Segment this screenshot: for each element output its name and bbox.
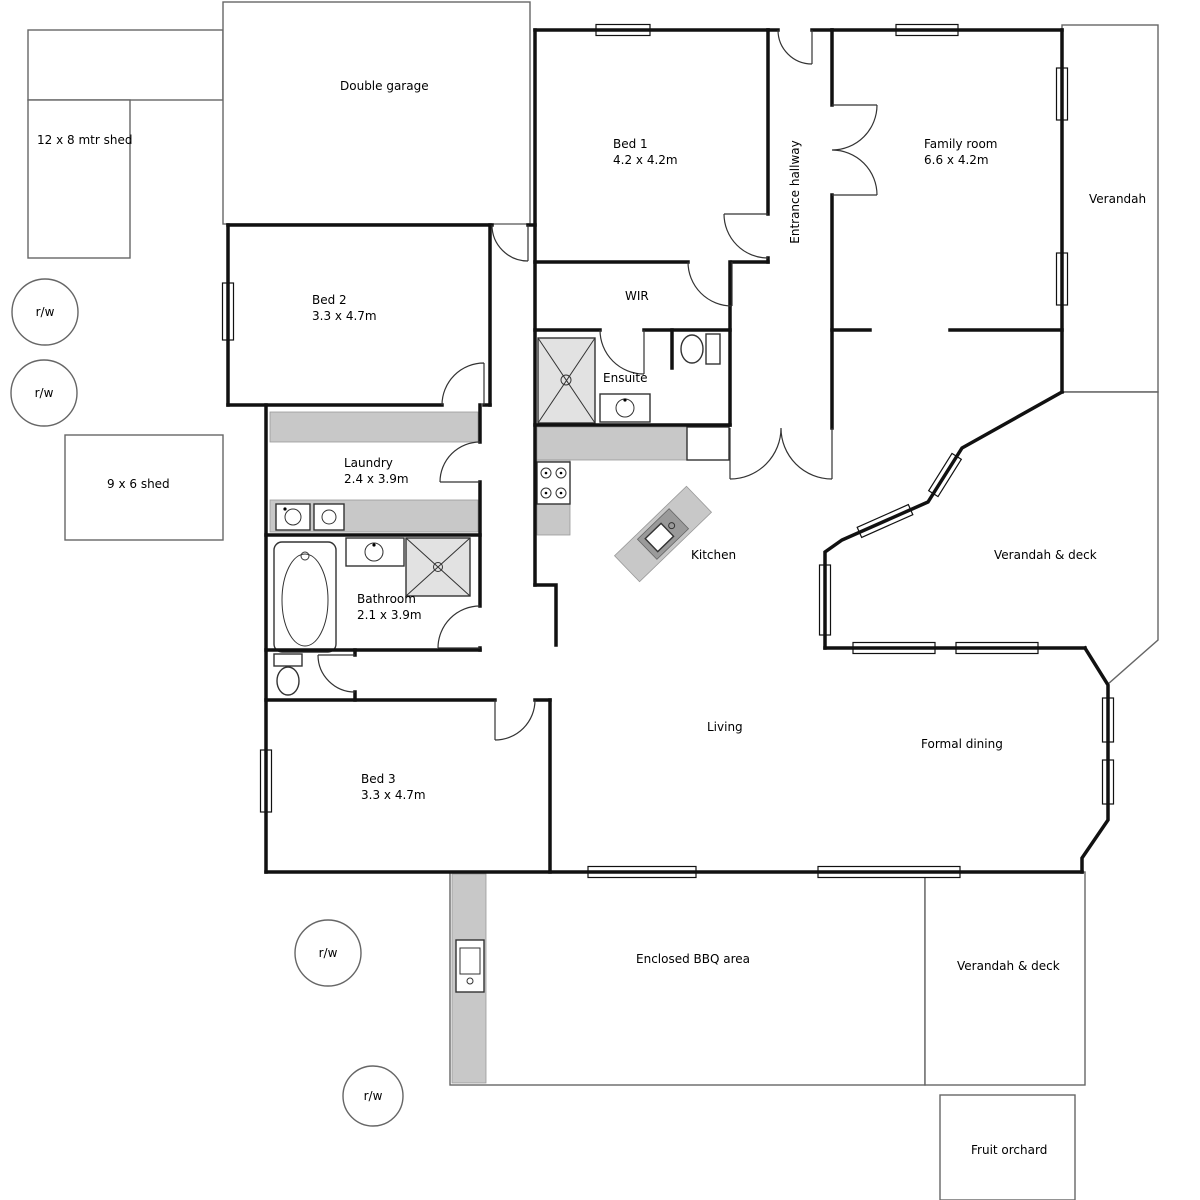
ensuite-door (599, 329, 645, 375)
label-living: Living (707, 720, 743, 734)
label-verandah-deck-south: Verandah & deck (957, 959, 1060, 973)
verandah-right-outline (1061, 24, 1159, 393)
label-laundry: Laundry 2.4 x 3.9m (344, 455, 409, 487)
water-tank-icons (10, 278, 404, 1127)
room-name: Bed 1 (613, 137, 648, 151)
label-entrance-hallway: Entrance hallway (788, 140, 802, 244)
bathtub-icon (273, 541, 337, 653)
room-dims: 3.3 x 4.7m (312, 309, 377, 323)
garage-entry-door (491, 224, 529, 262)
room-dims: 2.1 x 3.9m (357, 608, 422, 622)
label-bed1: Bed 1 4.2 x 4.2m (613, 136, 678, 168)
room-dims: 3.3 x 4.7m (361, 788, 426, 802)
walls (226, 28, 1110, 874)
outbuilding-annex-outline (27, 29, 224, 101)
room-dims: 6.6 x 4.2m (924, 153, 989, 167)
label-bbq-area: Enclosed BBQ area (636, 952, 751, 966)
label-verandah-deck-east: Verandah & deck (994, 548, 1097, 562)
label-formal-dining: Formal dining (921, 737, 1003, 751)
hallway-double-door (729, 427, 833, 480)
room-dims: 4.2 x 4.2m (613, 153, 678, 167)
bed2-door (441, 362, 485, 406)
laundry-tub-icon (313, 503, 345, 531)
door-swings (317, 29, 878, 741)
verandah-deck-east-outline (824, 391, 1159, 686)
wc-fixtures (273, 653, 303, 696)
room-name: Family room (924, 137, 998, 151)
wc-toilet-icon (273, 653, 303, 667)
label-shed-12x8: 12 x 8 mtr shed (37, 133, 133, 147)
island-sink-icon (644, 522, 675, 553)
ensuite-toilet-icon (705, 333, 721, 365)
label-kitchen: Kitchen (691, 548, 737, 562)
label-fruit-orchard: Fruit orchard (971, 1143, 1048, 1157)
bbq-sink-icon (455, 939, 485, 993)
stove-icon (536, 461, 571, 505)
fruit-orchard-outline (939, 1094, 1076, 1200)
label-family-room: Family room 6.6 x 4.2m (924, 136, 997, 168)
room-dims: 2.4 x 3.9m (344, 472, 409, 486)
label-verandah-right: Verandah (1089, 192, 1147, 206)
bbq-bench (451, 873, 487, 1084)
bathroom-door (437, 605, 481, 649)
label-shed-9x6: 9 x 6 shed (107, 477, 170, 491)
room-name: Bed 2 (312, 293, 347, 307)
label-water-tank-3: r/w (318, 946, 338, 960)
label-bathroom: Bathroom 2.1 x 3.9m (357, 591, 422, 623)
bed1-door (723, 213, 769, 259)
room-name: Bathroom (357, 592, 416, 606)
label-water-tank-2: r/w (34, 386, 54, 400)
bathroom-fixtures (273, 537, 471, 653)
wc-door (317, 654, 356, 693)
entrance-door (777, 29, 813, 65)
bbq-area-outline (449, 871, 926, 1086)
bathroom-vanity-icon (345, 537, 405, 567)
shed-12x8-outline (27, 99, 131, 259)
room-name: Bed 3 (361, 772, 396, 786)
label-double-garage: Double garage (340, 79, 429, 93)
family-room-double-door (831, 104, 878, 196)
label-water-tank-1: r/w (35, 305, 55, 319)
bed3-door (494, 699, 536, 741)
wir-door (687, 261, 733, 307)
laundry-door (439, 441, 481, 483)
ensuite-vanity-icon (599, 393, 651, 423)
laundry-counters (269, 411, 479, 533)
laundry-sink-icon (275, 503, 311, 531)
label-bed3: Bed 3 3.3 x 4.7m (361, 771, 426, 803)
label-ensuite: Ensuite (603, 371, 648, 385)
room-name: Laundry (344, 456, 393, 470)
double-garage-outline (222, 1, 531, 225)
kitchen-island (613, 485, 713, 583)
fridge-icon (686, 426, 730, 461)
label-bed2: Bed 2 3.3 x 4.7m (312, 292, 377, 324)
ensuite-fixtures (537, 333, 721, 424)
label-water-tank-4: r/w (363, 1089, 383, 1103)
label-wir: WIR (625, 289, 649, 303)
shed-9x6-outline (64, 434, 224, 541)
verandah-deck-south-outline (924, 871, 1086, 1086)
